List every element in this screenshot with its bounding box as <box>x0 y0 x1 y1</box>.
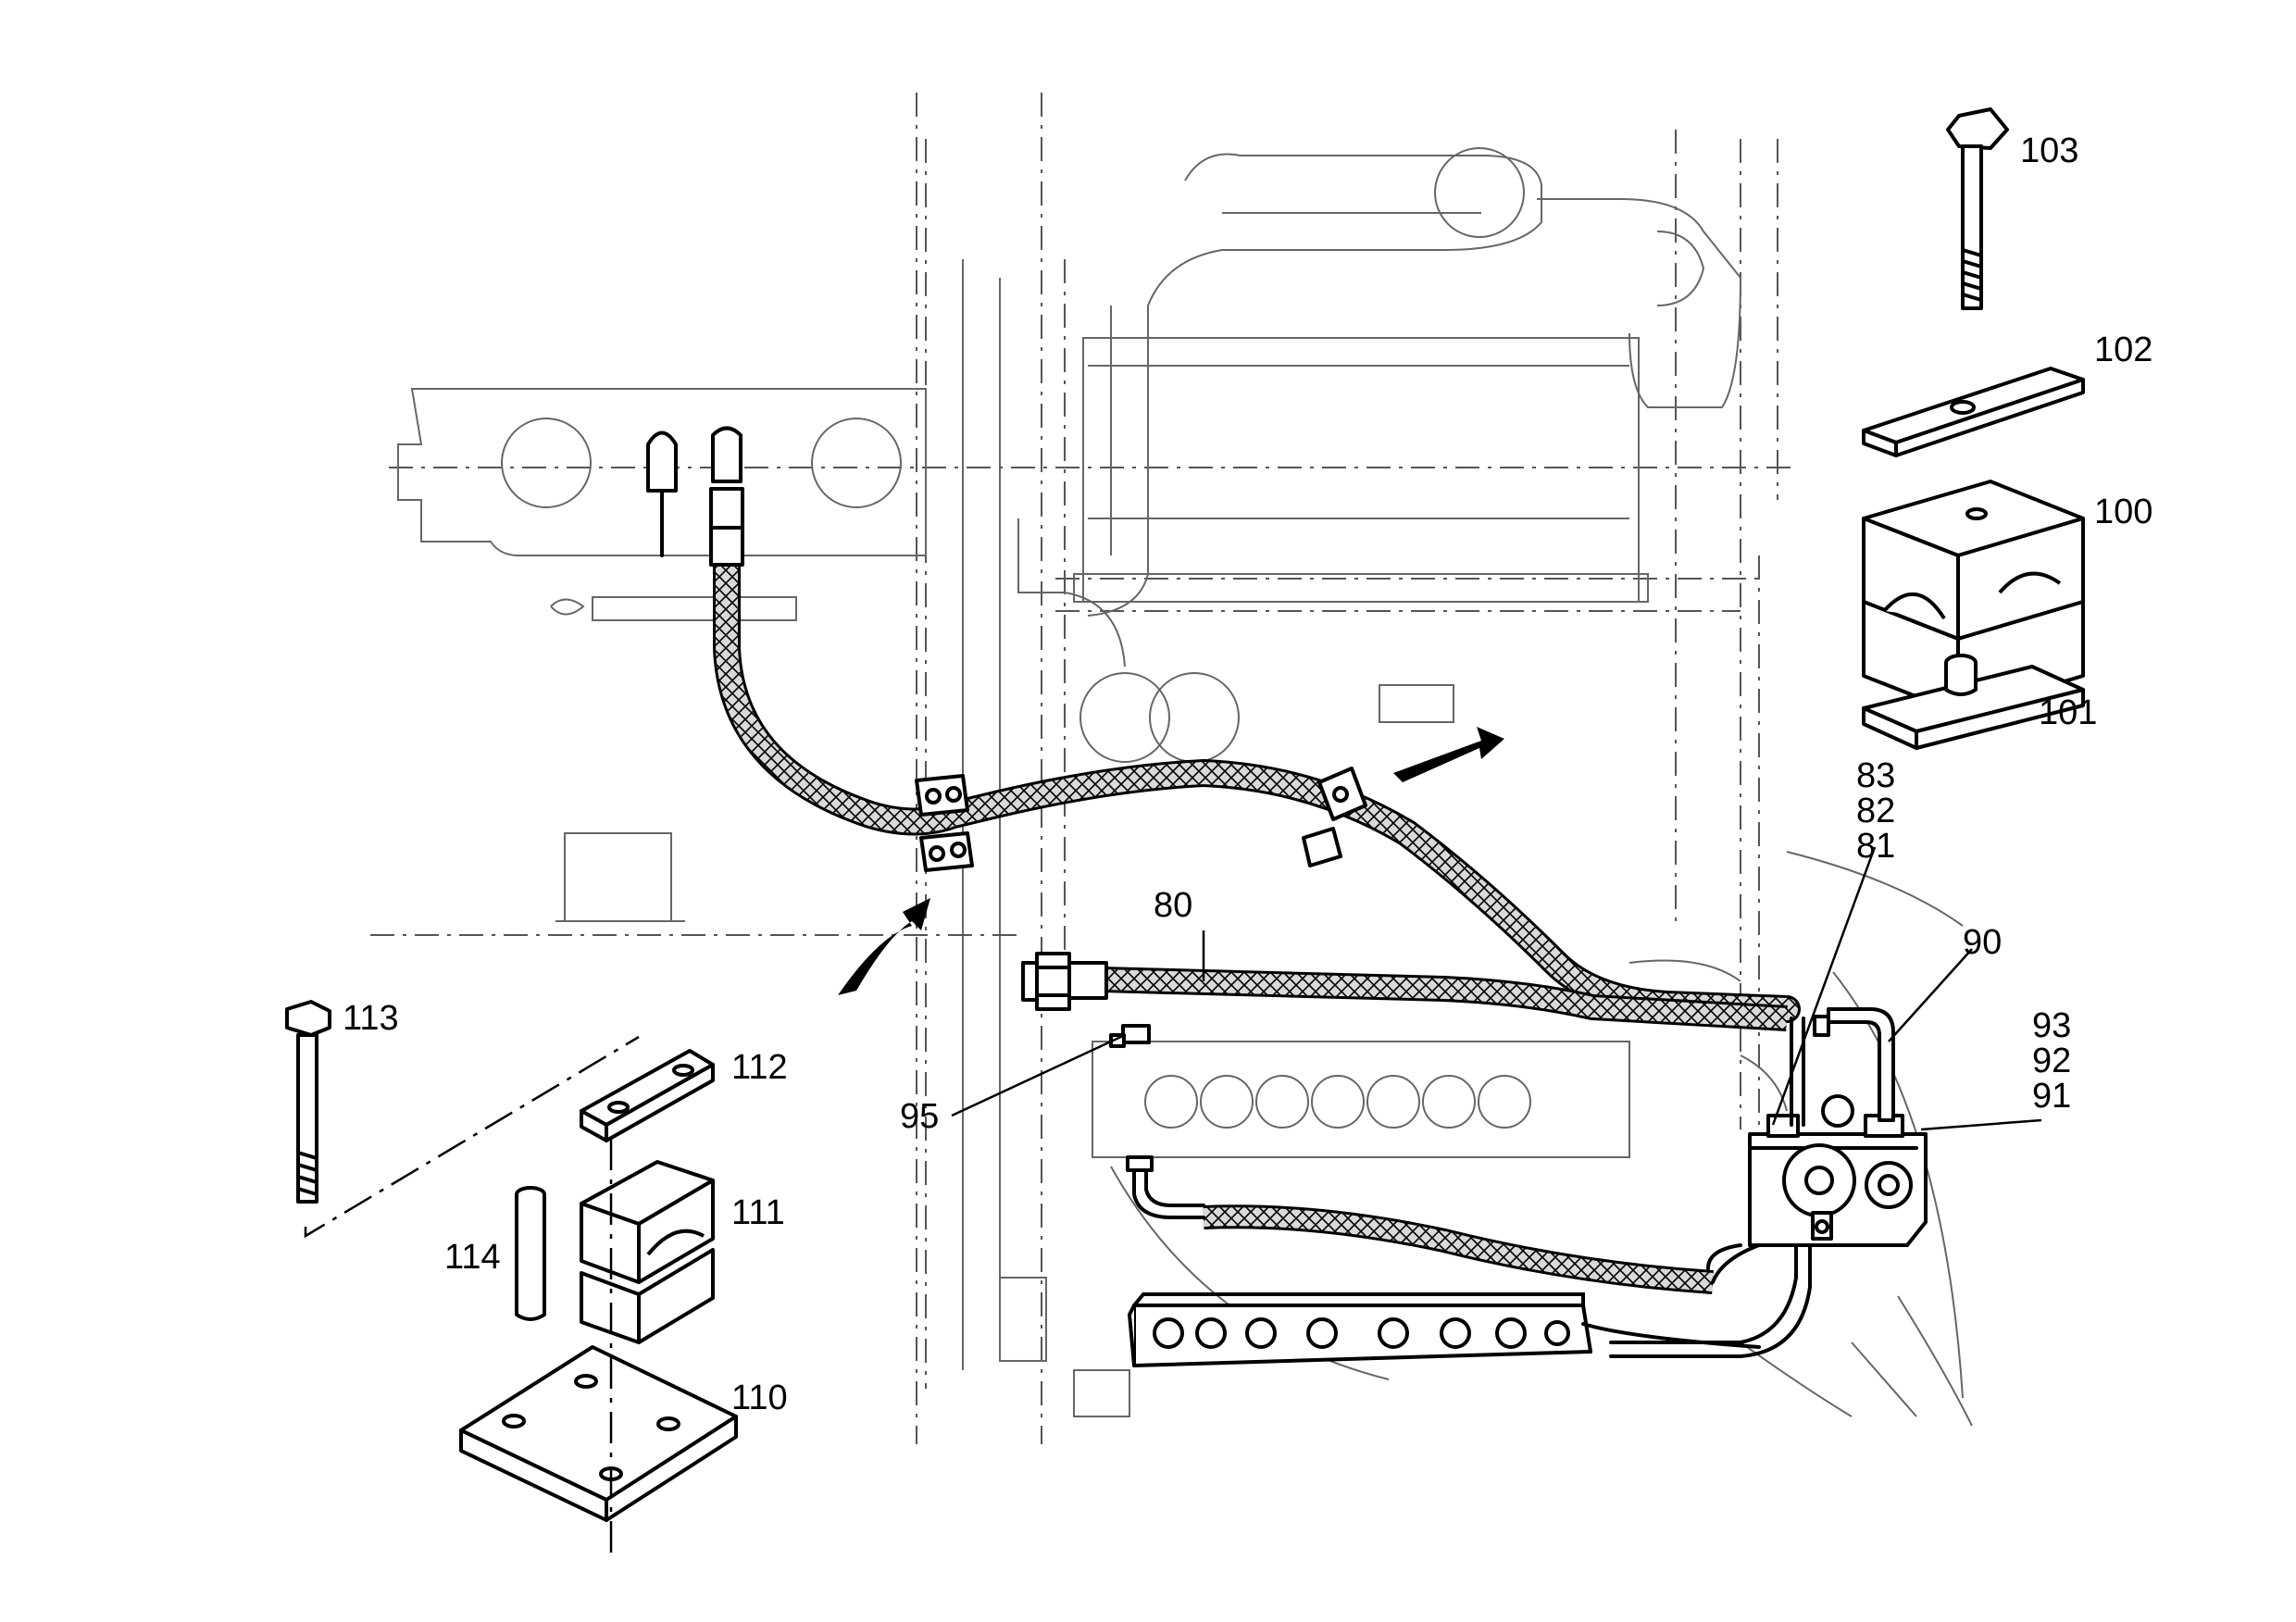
callout-81: 81 <box>1856 827 1895 866</box>
callout-111: 111 <box>731 1193 785 1232</box>
assembly-center-lines <box>304 1035 640 1555</box>
engine-phantom-outline <box>370 93 1973 1444</box>
callout-110: 110 <box>731 1379 788 1417</box>
callout-92: 92 <box>2032 1042 2071 1080</box>
callout-113: 113 <box>343 999 399 1038</box>
callout-112: 112 <box>731 1048 788 1087</box>
plate-101 <box>1862 654 2085 750</box>
callout-90: 90 <box>1963 923 2002 962</box>
callout-83: 83 <box>1856 756 1895 795</box>
leader-lines <box>951 846 2042 1131</box>
lower-fitting <box>1126 1155 1205 1219</box>
hose-lower <box>1203 1204 1714 1294</box>
direction-arrow-icon <box>838 898 930 995</box>
hose-80 <box>1101 967 1788 1031</box>
callout-101: 101 <box>2039 693 2097 732</box>
bolt-113 <box>285 1000 331 1204</box>
callout-80: 80 <box>1154 886 1192 925</box>
callout-102: 102 <box>2094 331 2152 369</box>
clamp-block-111 <box>580 1160 715 1344</box>
fitting-95 <box>1109 1024 1151 1048</box>
hose-clamp-left <box>915 774 974 872</box>
base-plate-110 <box>459 1345 738 1522</box>
plate-102 <box>1862 367 2085 457</box>
callout-100: 100 <box>2094 493 2152 531</box>
hose-clamp-right <box>1302 767 1367 867</box>
callout-82: 82 <box>1856 792 1895 830</box>
hose-upper <box>713 518 1801 1023</box>
callout-93: 93 <box>2032 1006 2071 1045</box>
callout-114: 114 <box>444 1238 501 1277</box>
callout-91: 91 <box>2032 1077 2071 1116</box>
callout-labels: 103 102 100 101 83 82 81 90 93 92 91 80 … <box>343 131 2152 1417</box>
plate-112 <box>580 1049 715 1142</box>
callout-95: 95 <box>900 1097 939 1136</box>
fuel-rail <box>1128 1292 1761 1367</box>
hose-end-fitting <box>646 426 744 567</box>
fitting-80 <box>1021 952 1108 1011</box>
bolt-103 <box>1946 107 2009 310</box>
direction-arrow-icon <box>1393 727 1504 782</box>
callout-103: 103 <box>2020 131 2078 170</box>
valve-block <box>1609 1007 1928 1358</box>
pin-114 <box>515 1186 546 1321</box>
